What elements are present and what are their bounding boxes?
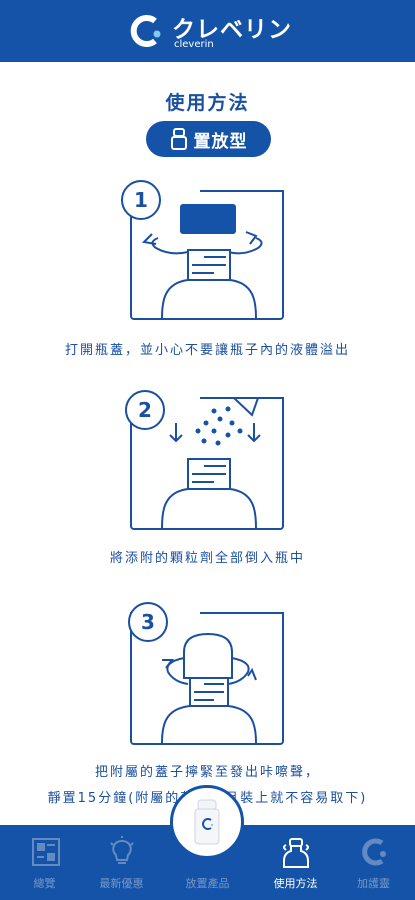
nav-label-place-product: 放置產品 — [185, 877, 230, 890]
step-2-text: 將添附的顆粒劑全部倒入瓶中 — [109, 551, 305, 566]
container-icon — [170, 128, 187, 150]
nav-label-overview: 總覽 — [33, 877, 56, 890]
lightbulb-icon — [110, 836, 134, 864]
nav-item-latest-offers[interactable]: 最新優惠 — [80, 825, 163, 900]
type-badge-label: 置放型 — [193, 131, 248, 152]
step-3-number: 3 — [128, 602, 168, 642]
product-icon — [194, 799, 220, 845]
step-2-illustration-frame — [130, 397, 284, 530]
type-badge: 置放型 — [146, 121, 271, 157]
step-3-text-line-1: 把附屬的蓋子擰緊至發出咔嚓聲， — [94, 765, 320, 780]
place-product-center-button[interactable] — [170, 785, 244, 859]
step-2-number: 2 — [125, 390, 165, 430]
nav-label-cleverin: 加護靈 — [357, 877, 390, 890]
step-1-illustration-frame — [130, 190, 284, 320]
step-3-illustration-frame — [130, 612, 284, 745]
nav-label-usage: 使用方法 — [273, 877, 318, 890]
pour-granules-illustration — [132, 397, 282, 528]
cleverin-c-icon — [362, 838, 386, 866]
brand-logo[interactable]: クレベリン cleverin — [128, 10, 298, 52]
usage-icon — [283, 838, 309, 868]
app-header: クレベリン cleverin — [0, 0, 415, 62]
logo-japanese-text: クレベリン — [172, 17, 292, 43]
page-title: 使用方法 — [165, 92, 250, 114]
bottom-navigation-bar: 總覽 最新優惠 放置產品 使用方法 加護靈 — [0, 825, 415, 900]
overview-icon — [32, 838, 60, 866]
step-1-number: 1 — [121, 180, 161, 220]
cleverin-c-logo-icon — [130, 15, 161, 47]
step-1-text: 打開瓶蓋，並小心不要讓瓶子內的液體溢出 — [64, 343, 350, 358]
close-cap-illustration — [132, 612, 282, 743]
open-cap-illustration — [132, 190, 282, 318]
nav-item-overview[interactable]: 總覽 — [3, 825, 86, 900]
nav-item-place-product[interactable]: 放置產品 — [166, 825, 249, 900]
nav-item-usage[interactable]: 使用方法 — [254, 825, 337, 900]
logo-english-text: cleverin — [174, 39, 214, 50]
nav-item-cleverin[interactable]: 加護靈 — [332, 825, 415, 900]
nav-label-latest-offers: 最新優惠 — [99, 877, 144, 890]
